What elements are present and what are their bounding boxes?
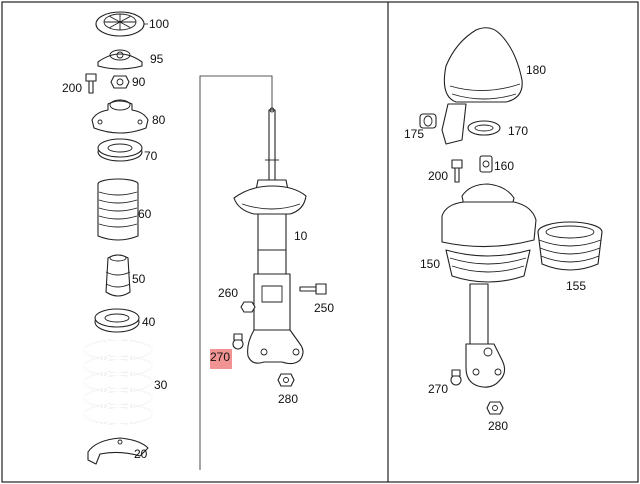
nut-90	[110, 75, 130, 89]
label-270-right: 270	[428, 382, 448, 396]
label-60: 60	[138, 207, 152, 221]
bump-stop-50	[105, 254, 131, 297]
label-100: 100	[149, 17, 169, 31]
cover-180	[443, 27, 523, 103]
label-270-left: 270	[210, 350, 230, 364]
label-170: 170	[508, 124, 528, 138]
label-50: 50	[132, 272, 146, 286]
bracket-170	[441, 103, 501, 145]
label-150: 150	[420, 257, 440, 271]
strut-assembly-150	[441, 183, 537, 388]
label-95: 95	[150, 52, 164, 66]
nut-280-left	[277, 373, 295, 387]
dust-boot-60	[97, 178, 139, 241]
label-30: 30	[154, 378, 168, 392]
label-180: 180	[526, 63, 546, 77]
bushing-175	[419, 113, 437, 129]
nut-280-right	[486, 401, 504, 415]
label-70: 70	[144, 149, 158, 163]
label-90: 90	[132, 75, 146, 89]
bolt-200-right	[451, 159, 463, 183]
nut-160	[479, 155, 493, 173]
coil-spring-30	[83, 339, 153, 425]
label-250: 250	[314, 301, 334, 315]
strut-mount-80	[91, 99, 149, 134]
label-260: 260	[218, 286, 238, 300]
highlight-270	[210, 349, 232, 369]
assembly-bracket-line	[199, 75, 273, 470]
label-155: 155	[566, 279, 586, 293]
label-80: 80	[152, 113, 166, 127]
nut-260	[240, 301, 256, 313]
label-160: 160	[494, 159, 514, 173]
bolt-250	[299, 283, 327, 295]
label-10: 10	[294, 229, 308, 243]
bellow-155	[537, 221, 603, 271]
bearing-70	[97, 138, 143, 162]
label-200-right: 200	[428, 169, 448, 183]
label-20: 20	[134, 447, 148, 461]
label-280-left: 280	[278, 392, 298, 406]
bolt-200	[85, 73, 97, 94]
label-175: 175	[404, 127, 424, 141]
label-40: 40	[142, 315, 156, 329]
plate-95	[97, 49, 143, 70]
bolt-270-right	[450, 369, 462, 386]
spring-pad-40	[94, 308, 140, 333]
bolt-270-left	[232, 333, 244, 350]
shock-absorber-10	[233, 107, 307, 365]
top-cap-100	[95, 11, 145, 37]
label-280-right: 280	[488, 419, 508, 433]
label-200-left: 200	[62, 81, 82, 95]
lower-pad-20	[87, 437, 149, 465]
